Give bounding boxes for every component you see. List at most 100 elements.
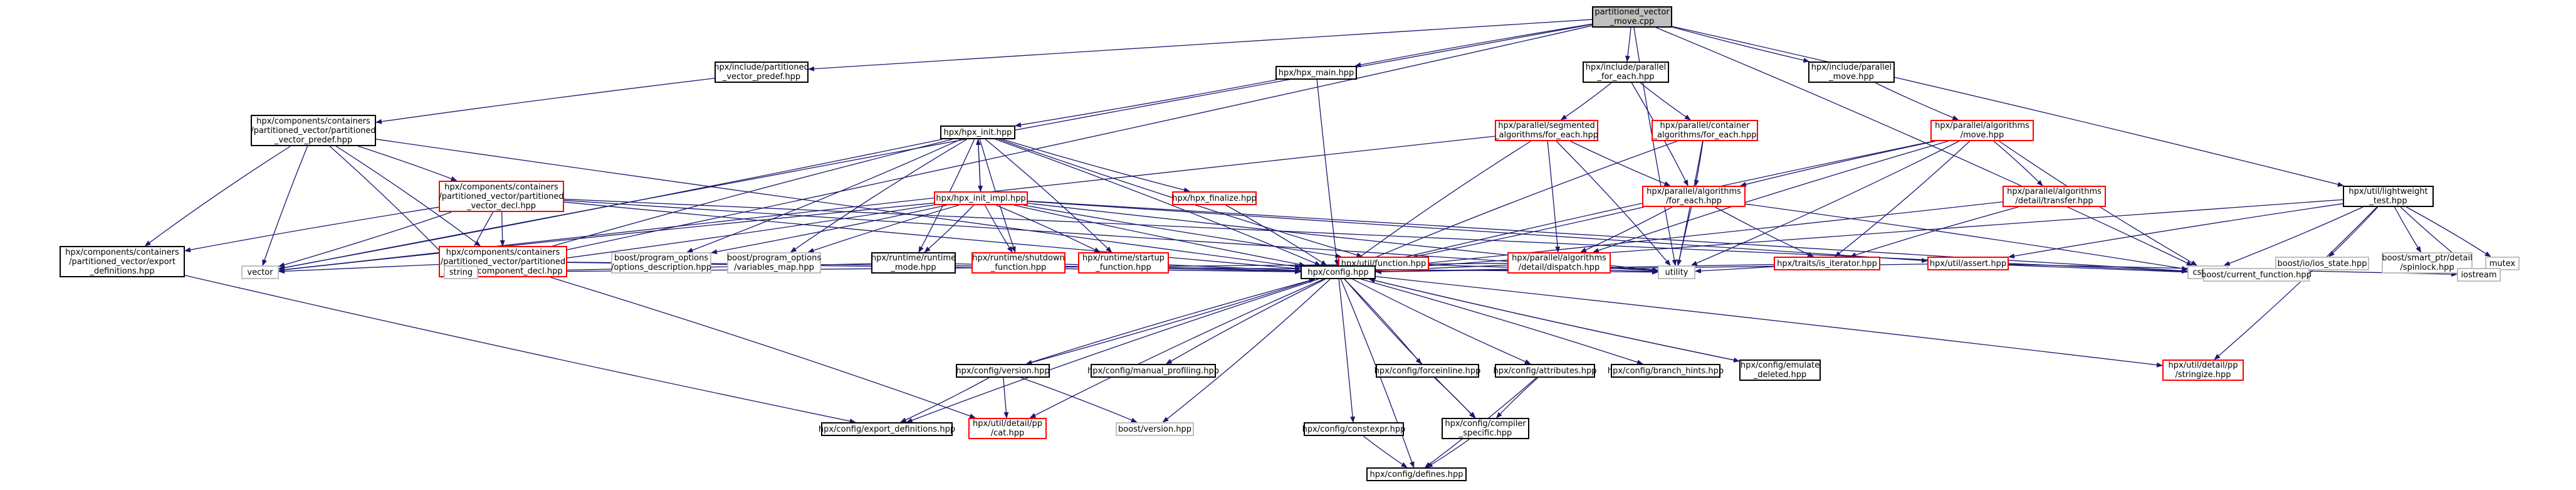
edge-pvec_decl-to-config bbox=[563, 201, 1301, 271]
edge-lightweight-to-ios_state bbox=[2328, 206, 2379, 257]
edge-pvec_comp_decl-to-pp_cat bbox=[550, 277, 976, 418]
node-is-iterator[interactable]: hpx/traits/is_iterator.hpp bbox=[1774, 257, 1880, 270]
edge-incl_pvec_predef-to-comp_pvec_predef bbox=[375, 78, 715, 124]
edge-config-to-cfg_manual_prof bbox=[1165, 279, 1326, 365]
edge-lightweight-to-cstddef bbox=[2223, 206, 2364, 266]
node-cfg-export-defs[interactable]: hpx/config/export_definitions.hpp bbox=[819, 422, 955, 436]
edge-incl_par_foreach-to-cont_foreach bbox=[1640, 82, 1691, 120]
edge-root-to-utility bbox=[1633, 27, 1677, 266]
node-pvec-comp-decl[interactable]: hpx/components/containers /partitioned_v… bbox=[439, 246, 567, 277]
node-cfg-manual-prof[interactable]: hpx/config/manual_profiling.hpp bbox=[1087, 364, 1219, 378]
node-boost-version[interactable]: boost/version.hpp bbox=[1116, 422, 1194, 436]
edge-hpx_init_impl-to-hpx_init bbox=[975, 139, 982, 192]
node-pp-stringize[interactable]: hpx/util/detail/pp /stringize.hpp bbox=[2162, 360, 2244, 381]
node-cfg-constexpr[interactable]: hpx/config/constexpr.hpp bbox=[1302, 422, 1405, 436]
node-cfg-branch-hints[interactable]: hpx/config/branch_hints.hpp bbox=[1608, 364, 1724, 378]
edge-root-to-cstddef bbox=[1656, 27, 2193, 266]
edge-pvec_decl-to-pvec_export bbox=[184, 206, 439, 253]
edge-hpx_init_impl-to-util_function bbox=[1023, 205, 1342, 258]
edge-incl_par_foreach-to-seg_foreach bbox=[1560, 82, 1612, 120]
edge-seg_foreach-to-alg_foreach bbox=[1570, 141, 1671, 186]
node-hpx-finalize[interactable]: hpx/hpx_finalize.hpp bbox=[1172, 191, 1257, 205]
edge-alg_foreach-to-cstddef bbox=[1745, 203, 2188, 271]
edge-rt_startup-to-config bbox=[1168, 264, 1301, 274]
node-alg-move[interactable]: hpx/parallel/algorithms /move.hpp bbox=[1930, 120, 2034, 141]
node-cfg-defines[interactable]: hpx/config/defines.hpp bbox=[1366, 467, 1467, 481]
edge-util_assert-to-cur_function bbox=[2008, 264, 2204, 275]
node-comp-pvec-predef[interactable]: hpx/components/containers /partitioned_v… bbox=[251, 115, 376, 146]
node-detail-transfer[interactable]: hpx/parallel/algorithms /detail/transfer… bbox=[2003, 186, 2106, 207]
edge-hpx_init-to-po_varmap bbox=[790, 139, 968, 253]
edge-lightweight-to-mutex bbox=[2406, 206, 2491, 257]
node-incl-pvec-predef[interactable]: hpx/include/partitioned _vector_predef.h… bbox=[714, 61, 809, 83]
node-vector[interactable]: vector bbox=[241, 265, 279, 279]
node-lightweight[interactable]: hpx/util/lightweight _test.hpp bbox=[2343, 186, 2434, 207]
node-cfg-emulate-deleted[interactable]: hpx/config/emulate _deleted.hpp bbox=[1739, 360, 1821, 381]
node-hpx-init-impl[interactable]: hpx/hpx_init_impl.hpp bbox=[934, 191, 1028, 205]
edge-hpx_init-to-hpx_finalize bbox=[1002, 139, 1190, 193]
node-cur-function[interactable]: boost/current_function.hpp bbox=[2201, 268, 2312, 282]
edge-detail_transfer-to-config bbox=[1375, 201, 2003, 270]
edge-incl_par_move-to-alg_move bbox=[1875, 82, 1959, 120]
edge-config-to-cfg_branch_hints bbox=[1361, 279, 1643, 365]
edge-alg_foreach-to-is_iterator bbox=[1714, 206, 1814, 257]
node-hpx-init[interactable]: hpx/hpx_init.hpp bbox=[940, 125, 1015, 139]
node-cfg-forceinline[interactable]: hpx/config/forceinline.hpp bbox=[1374, 364, 1480, 378]
edge-config-to-cfg_version bbox=[1025, 279, 1315, 365]
edge-pvec_comp_decl-to-vector bbox=[278, 264, 439, 274]
edge-root-to-vector bbox=[278, 24, 1593, 270]
edge-alg_move-to-detail_transfer bbox=[1993, 141, 2043, 186]
node-cfg-version[interactable]: hpx/config/version.hpp bbox=[956, 364, 1050, 378]
node-util-assert[interactable]: hpx/util/assert.hpp bbox=[1927, 257, 2009, 270]
edge-cfg_version-to-config bbox=[1026, 278, 1316, 365]
edge-comp_pvec_predef-to-vector bbox=[262, 146, 308, 266]
node-po-desc[interactable]: boost/program_options /options_descripti… bbox=[611, 252, 711, 274]
node-runtime-mode[interactable]: hpx/runtime/runtime _mode.hpp bbox=[871, 252, 956, 274]
edge-pvec_decl-to-pvec_comp_decl bbox=[500, 211, 505, 247]
node-incl-par-move[interactable]: hpx/include/parallel _move.hpp bbox=[1808, 61, 1895, 83]
edge-root-to-incl_par_move bbox=[1672, 26, 1810, 63]
edge-config-to-boost_version bbox=[1162, 279, 1331, 423]
edge-alg_move-to-alg_foreach bbox=[1740, 141, 1936, 187]
edge-hpx_init_impl-to-runtime_mode bbox=[924, 205, 974, 253]
edge-alg_move-to-utility bbox=[1690, 141, 1960, 266]
node-cont-foreach[interactable]: hpx/parallel/container _algorithms/for_e… bbox=[1652, 120, 1758, 141]
node-ios-state[interactable]: boost/io/ios_state.hpp bbox=[2275, 257, 2369, 270]
edge-cfg_constexpr-to-cfg_defines bbox=[1363, 435, 1408, 468]
node-cfg-attributes[interactable]: hpx/config/attributes.hpp bbox=[1493, 364, 1597, 378]
node-config[interactable]: hpx/config.hpp bbox=[1301, 265, 1376, 279]
edge-hpx_init_impl-to-po_varmap bbox=[807, 205, 959, 253]
node-hpx-main[interactable]: hpx/hpx_main.hpp bbox=[1275, 66, 1357, 80]
edge-hpx_main-to-config bbox=[1316, 79, 1339, 266]
node-utility[interactable]: utility bbox=[1658, 265, 1695, 279]
node-pp-cat[interactable]: hpx/util/detail/pp /cat.hpp bbox=[968, 418, 1047, 439]
edge-cont_foreach-to-config bbox=[1355, 141, 1678, 266]
edge-pvec_export-to-cfg_export_defs bbox=[184, 275, 856, 424]
edge-alg_move-to-detail_dispatch bbox=[1592, 141, 1949, 253]
node-root[interactable]: partitioned_vector _move.cpp bbox=[1592, 6, 1672, 28]
node-string[interactable]: string bbox=[444, 265, 478, 279]
edge-config-to-cfg_attributes bbox=[1352, 279, 1531, 365]
node-incl-par-foreach[interactable]: hpx/include/parallel _for_each.hpp bbox=[1583, 61, 1669, 83]
node-cfg-compiler-specific[interactable]: hpx/config/compiler _specific.hpp bbox=[1442, 418, 1529, 439]
node-pvec-decl[interactable]: hpx/components/containers /partitioned_v… bbox=[439, 181, 564, 212]
edge-hpx_init_impl-to-config bbox=[1013, 205, 1306, 267]
node-seg-foreach[interactable]: hpx/parallel/segmented _algorithms/for_e… bbox=[1495, 120, 1598, 141]
node-alg-foreach[interactable]: hpx/parallel/algorithms /for_each.hpp bbox=[1642, 186, 1746, 207]
node-iostream[interactable]: iostream bbox=[2457, 268, 2501, 282]
node-rt-shutdown[interactable]: hpx/runtime/shutdown _function.hpp bbox=[971, 252, 1065, 274]
node-pvec-export[interactable]: hpx/components/containers /partitioned_v… bbox=[60, 246, 185, 277]
edge-root-to-string bbox=[478, 25, 1593, 270]
node-po-varmap[interactable]: boost/program_options /variables_map.hpp bbox=[726, 252, 822, 274]
node-mutex[interactable]: mutex bbox=[2485, 257, 2520, 270]
edge-lightweight-to-pp_stringize bbox=[2214, 206, 2377, 360]
edge-cont_foreach-to-alg_foreach bbox=[1694, 141, 1704, 186]
edge-config-to-cfg_constexpr bbox=[1338, 279, 1356, 423]
node-detail-dispatch[interactable]: hpx/parallel/algorithms /detail/dispatch… bbox=[1507, 252, 1611, 274]
node-rt-startup[interactable]: hpx/runtime/startup _function.hpp bbox=[1078, 252, 1169, 274]
edge-hpx_init-to-po_desc bbox=[686, 139, 961, 253]
edge-cfg_compiler_specific-to-cfg_defines bbox=[1426, 439, 1470, 468]
edge-comp_pvec_predef-to-pvec_comp_decl bbox=[335, 146, 481, 247]
edge-seg_foreach-to-config bbox=[1348, 141, 1531, 266]
